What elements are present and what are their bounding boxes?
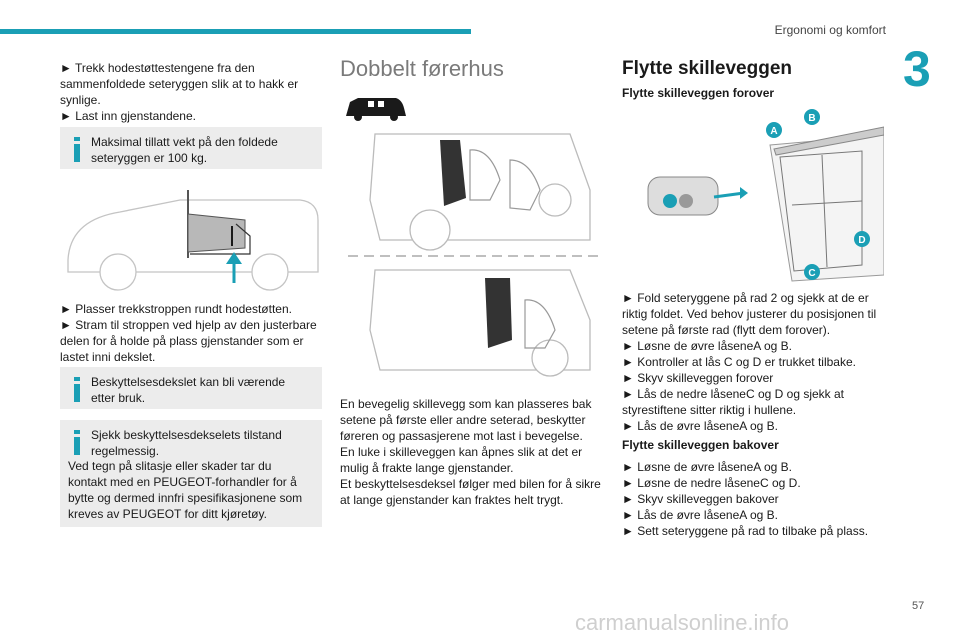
info-box-weight: Maksimal tillatt vekt på den foldede set…: [60, 127, 322, 169]
section-title: Ergonomi og komfort: [774, 23, 886, 37]
info-text-weight: Maksimal tillatt vekt på den foldede set…: [91, 135, 278, 165]
info-box-cover-stay: Beskyttelsesdekslet kan bli værende ette…: [60, 367, 322, 409]
info-icon: [70, 430, 84, 456]
backward-steps: ► Løsne de øvre låseneA og B. ► Løsne de…: [622, 460, 869, 538]
heading-double-cab: Dobbelt førerhus: [340, 56, 504, 81]
info-text-cover-stay: Beskyttelsesdekslet kan bli værende ette…: [91, 375, 286, 405]
double-cab-description: En bevegelig skillevegg som kan plassere…: [340, 397, 601, 507]
double-cab-illustration: [346, 98, 598, 377]
partition-latch-illustration: A B C D: [647, 109, 884, 282]
page-number: 57: [912, 600, 925, 612]
watermark: carmanualsonline.info: [575, 610, 790, 635]
info-text-check-body: Ved tegn på slitasje eller skader tar du…: [68, 459, 303, 521]
van-icon: [346, 98, 406, 121]
heading-move-partition: Flytte skilleveggen: [622, 58, 793, 79]
label-d: D: [858, 235, 865, 246]
intro-steps: ► Trekk hodestøttestengene fra den samme…: [60, 61, 299, 123]
chapter-number: 3: [903, 41, 931, 97]
label-a: A: [770, 126, 777, 137]
subheading-backward: Flytte skilleveggen bakover: [622, 438, 779, 452]
header-accent-bar: [0, 29, 471, 34]
strap-steps: ► Plasser trekkstroppen rundt hodestøtte…: [60, 302, 317, 364]
info-box-check-cover: Sjekk beskyttelsesdekselets tilstand reg…: [60, 420, 322, 527]
subheading-forward: Flytte skilleveggen forover: [622, 86, 775, 100]
info-icon: [70, 377, 84, 403]
label-b: B: [808, 113, 815, 124]
cargo-cover-illustration: [67, 190, 319, 291]
info-icon: [70, 137, 84, 163]
info-text-check-head: Sjekk beskyttelsesdekselets tilstand reg…: [91, 428, 282, 458]
label-c: C: [808, 268, 815, 279]
forward-steps: ► Fold seteryggene på rad 2 og sjekk at …: [622, 291, 877, 433]
